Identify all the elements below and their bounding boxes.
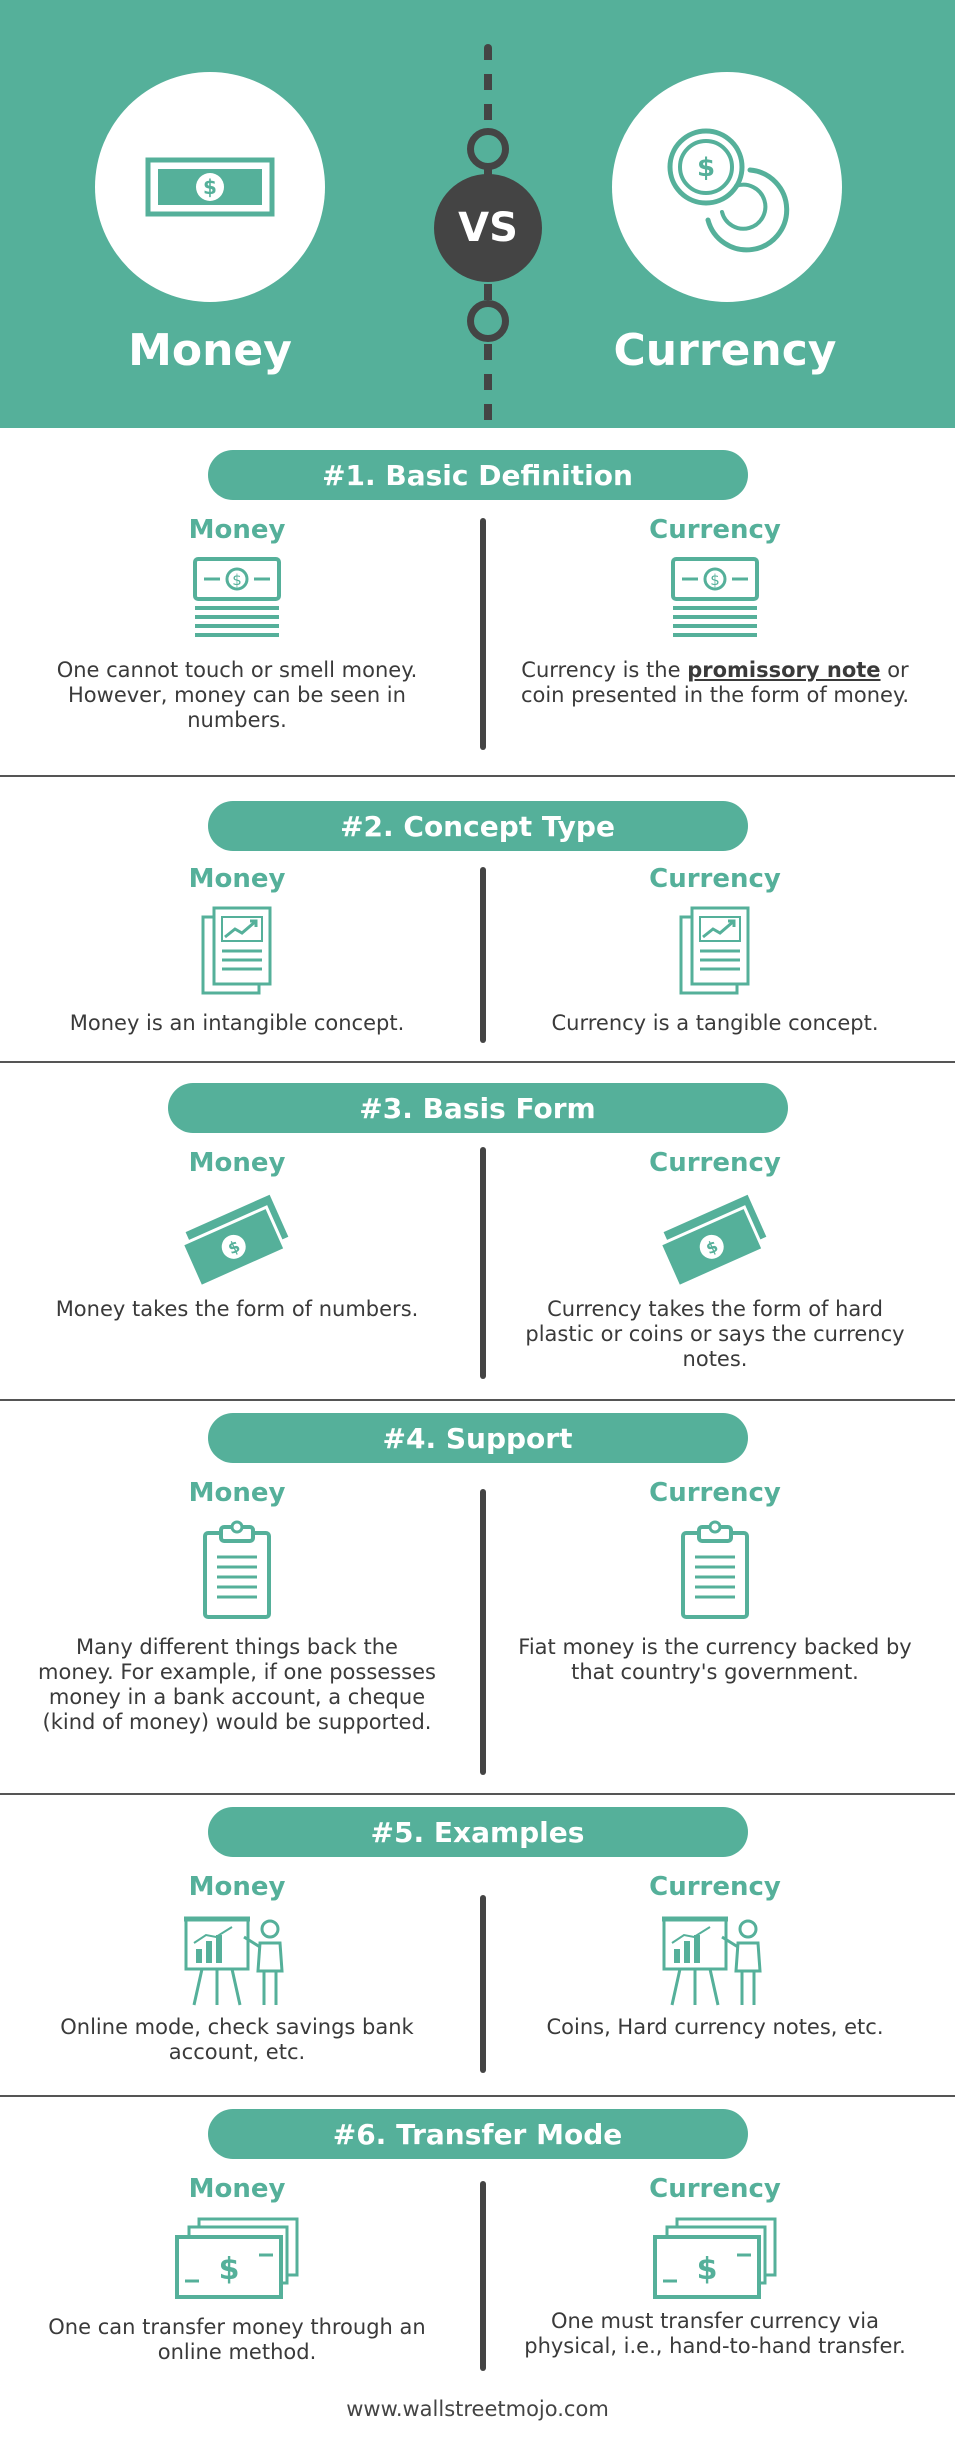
currency-text-after: or coin presented in the form of money. [520,658,910,707]
currency-column: Currency $ Currency is the promissory no… [495,512,935,708]
currency-label: Currency [649,515,781,545]
column-divider [480,2181,486,2371]
flying-banknotes-icon: $ [180,1194,289,1289]
section-support: #4. Support Money Many different things … [0,1401,955,1795]
money-column: Money $ Money takes the form of numbers. [17,1145,457,1322]
currency-label: Currency [649,2174,781,2204]
currency-column: Currency $ One must transfer currency vi… [495,2171,935,2359]
section-concept-type: #2. Concept Type Money Money is an intan… [0,777,955,1063]
section-title: #5. Examples [207,1807,748,1857]
svg-text:$: $ [710,571,720,589]
section-title: #4. Support [207,1413,748,1463]
money-description: One can transfer money through an online… [48,2315,426,2364]
currency-column: Currency $ Currency takes the form of ha… [495,1145,935,1372]
banknotes-stack-icon: $ [653,2217,777,2299]
vs-badge: VS [434,174,542,282]
banknotes-stack-icon: $ [175,2217,299,2299]
currency-description: Currency is the promissory note or coin … [515,658,915,708]
cash-stack-icon: $ [193,557,281,637]
section-transfer-mode: #6. Transfer Mode Money $ One can transf… [0,2097,955,2397]
money-label: Money [188,1478,286,1508]
currency-text-before: Currency is the [521,658,688,682]
currency-description: Currency is a tangible concept. [551,1011,879,1035]
money-description: Money takes the form of numbers. [55,1297,419,1321]
presentation-icon [662,1916,762,2006]
report-chart-icon [201,906,272,995]
flying-banknotes-icon: $ [658,1194,767,1289]
money-description: Money is an intangible concept. [69,1011,405,1035]
coins-icon: $ [667,128,790,253]
section-examples: #5. Examples Money Online mode, check sa… [0,1795,955,2097]
report-chart-icon [679,906,750,995]
section-basis-form: #3. Basis Form Money $ Money takes the f… [0,1063,955,1401]
currency-title: Currency [613,325,837,376]
clipboard-icon [203,1520,271,1619]
money-label: Money [188,864,286,894]
clipboard-icon [681,1520,749,1619]
currency-label: Currency [649,864,781,894]
money-column: Money Money is an intangible concept. [17,861,457,1036]
column-divider [480,518,486,750]
section-title: #2. Concept Type [207,801,748,851]
currency-column: Currency Fiat money is the currency back… [495,1475,935,1685]
section-basic-definition: #1. Basic Definition Money $ One cannot … [0,428,955,777]
column-divider [480,1147,486,1379]
header-banner: $ $ VS Money Currency [0,0,955,428]
currency-description: One must transfer currency via physical,… [524,2309,906,2358]
money-circle: $ [95,72,325,302]
svg-text:$: $ [697,2252,718,2287]
section-title: #1. Basic Definition [207,450,748,500]
footer-url: www.wallstreetmojo.com [346,2397,609,2421]
column-divider [480,1489,486,1775]
money-column: Money $ One cannot touch or smell money.… [17,512,457,733]
section-title: #6. Transfer Mode [207,2109,748,2159]
banknote-icon: $ [145,157,275,217]
currency-label: Currency [649,1148,781,1178]
money-description: Many different things back the money. Fo… [38,1635,436,1734]
cash-stack-icon: $ [671,557,759,637]
promissory-note-link[interactable]: promissory note [687,658,881,682]
currency-circle: $ [612,72,842,302]
currency-description: Coins, Hard currency notes, etc. [546,2015,884,2039]
svg-text:$: $ [219,2252,240,2287]
money-description: Online mode, check savings bank account,… [60,2015,414,2064]
currency-column: Currency Currency is a tangible concept. [495,861,935,1036]
currency-label: Currency [649,1478,781,1508]
svg-text:$: $ [697,153,715,183]
connector-knob-top [467,128,509,170]
money-label: Money [188,1872,286,1902]
money-column: Money Online mode, check savings bank ac… [17,1869,457,2065]
money-label: Money [188,2174,286,2204]
money-label: Money [188,1148,286,1178]
currency-description: Fiat money is the currency backed by tha… [518,1635,912,1684]
connector-knob-bottom [467,300,509,342]
money-column: Money Many different things back the mon… [17,1475,457,1735]
currency-column: Currency Coins, Hard currency notes, etc… [495,1869,935,2040]
currency-description: Currency takes the form of hard plastic … [525,1297,905,1371]
money-label: Money [188,515,286,545]
presentation-icon [184,1916,284,2006]
svg-text:$: $ [203,175,217,199]
money-description: One cannot touch or smell money. However… [56,658,418,732]
svg-text:$: $ [232,571,242,589]
section-title: #3. Basis Form [167,1083,788,1133]
money-title: Money [128,325,292,376]
column-divider [480,867,486,1043]
currency-label: Currency [649,1872,781,1902]
column-divider [480,1895,486,2073]
money-column: Money $ One can transfer money through a… [17,2171,457,2365]
